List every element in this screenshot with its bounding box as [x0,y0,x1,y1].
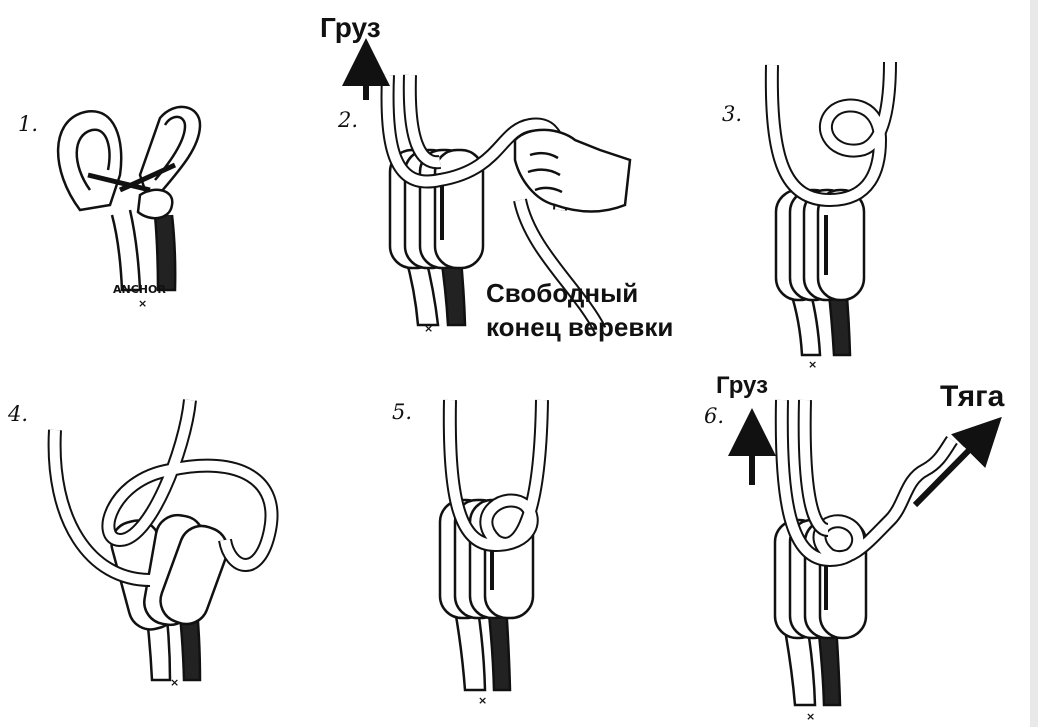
step-number-1: 1. [18,112,38,136]
load-label-top: Груз [320,12,381,44]
load-label-step6: Груз [716,372,768,400]
step5-drawing [440,400,542,690]
step-number-6: 6. [704,404,724,428]
anchor-marker: × [138,297,147,310]
step1-drawing [58,107,200,290]
step2-marker: × [424,322,433,335]
anchor-caption: ANCHOR [113,283,166,296]
free-end-label-line1: Свободный [486,278,638,309]
page-edge-strip [1030,0,1038,727]
step3-marker: × [808,358,817,371]
carabiner-left-icon [58,111,121,210]
pull-label: Тяга [940,380,1004,414]
step6-drawing [775,400,952,705]
step-number-5: 5. [392,400,412,424]
step3-drawing [772,62,890,355]
free-end-label-line2: конец веревки [486,312,673,343]
step4-drawing [55,400,272,680]
carabiner-small-icon [138,190,172,218]
webbing-sling-dark-icon [155,215,175,290]
webbing-sling-icon [112,210,140,290]
step-number-3: 3. [722,102,742,126]
step6-marker: × [806,710,815,723]
step-number-2: 2. [338,108,358,132]
step5-marker: × [478,694,487,707]
step4-marker: × [170,676,179,689]
step-number-4: 4. [8,402,28,426]
